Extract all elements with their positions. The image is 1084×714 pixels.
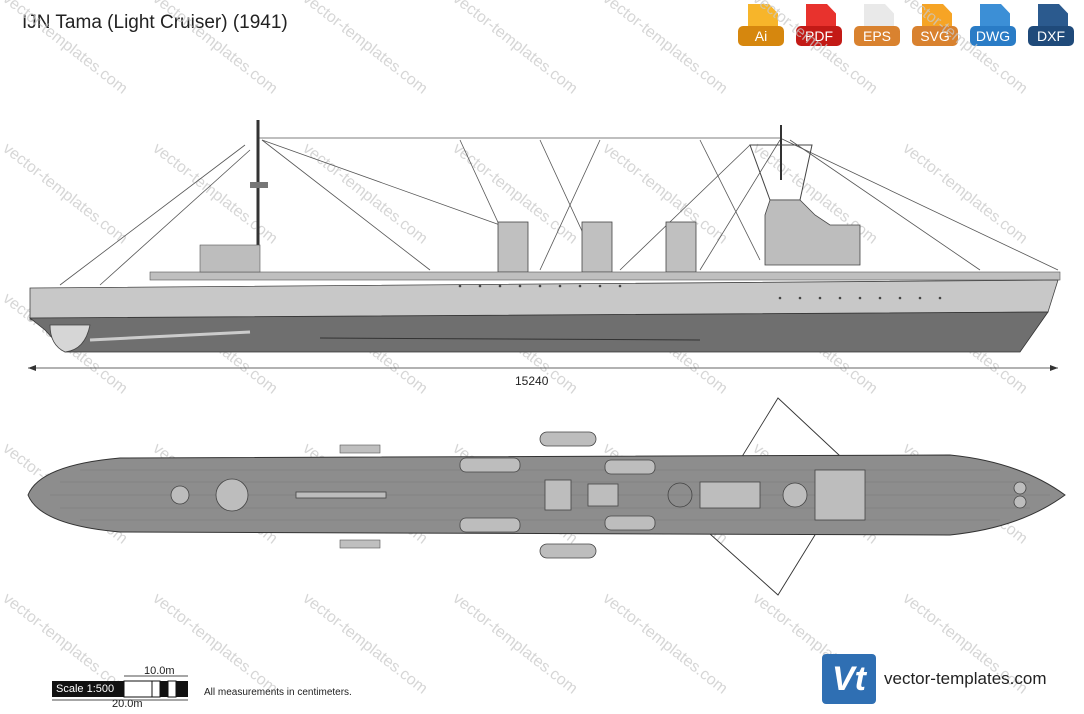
funnel-2 [581, 221, 613, 273]
portholes [458, 284, 942, 300]
format-label: PDF [796, 26, 842, 46]
mast-platform [250, 182, 268, 188]
funnel-1 [497, 221, 529, 273]
length-dimension-label: 15240 [515, 374, 549, 388]
format-label: DXF [1028, 26, 1074, 46]
scale-large-label: 20.0m [112, 698, 143, 710]
aft-superstructure [199, 244, 261, 273]
waterline-belt [319, 337, 701, 341]
dwg-format-button[interactable]: DWG [970, 4, 1020, 52]
bridge-tower [764, 199, 861, 266]
boom-top [339, 444, 381, 454]
brand-link[interactable]: Vt vector-templates.com [822, 654, 1047, 704]
scale-small-label: 10.0m [144, 665, 175, 677]
rudder [49, 324, 91, 353]
brand-site: vector-templates.com [884, 669, 1047, 688]
page-title: IJN Tama (Light Cruiser) (1941) [22, 12, 288, 33]
format-label: DWG [970, 26, 1016, 46]
funnel-3 [665, 221, 697, 273]
dimension-line [28, 365, 1058, 371]
side-boat-top [539, 431, 597, 447]
svg-format-button[interactable]: SVG [912, 4, 962, 52]
side-boat-bottom [539, 543, 597, 559]
superstructure-deck [149, 271, 1061, 281]
vt-logo-icon: Vt [822, 654, 876, 704]
format-label: Ai [738, 26, 784, 46]
propeller-shaft [89, 330, 251, 342]
eps-format-button[interactable]: EPS [854, 4, 904, 52]
boom-bottom [339, 539, 381, 549]
side-view [28, 120, 1061, 353]
dxf-format-button[interactable]: DXF [1028, 4, 1078, 52]
format-toolbar: Ai PDF EPS SVG DWG DXF [738, 4, 1078, 52]
format-label: EPS [854, 26, 900, 46]
deck-fittings [170, 457, 1027, 533]
measurement-note: All measurements in centimeters. [204, 687, 352, 698]
scale-label: Scale 1:500 [56, 683, 115, 695]
top-view [27, 397, 1066, 596]
hull-lower [28, 311, 1049, 353]
ai-format-button[interactable]: Ai [738, 4, 788, 52]
rigging-lines [59, 137, 1059, 286]
format-label: SVG [912, 26, 958, 46]
pdf-format-button[interactable]: PDF [796, 4, 846, 52]
